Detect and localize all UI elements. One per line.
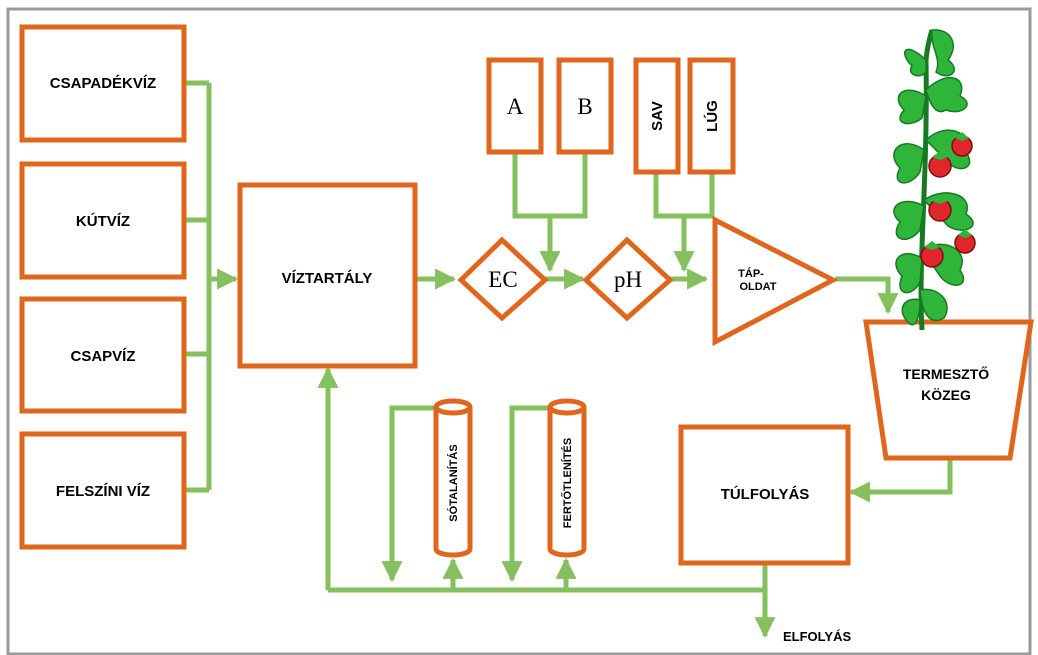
substrate-label-line1: TERMESZTŐ bbox=[903, 365, 989, 382]
stock-b-label: B bbox=[577, 94, 592, 119]
ph-label: pH bbox=[614, 267, 642, 292]
rainwater-label: CSAPADÉKVÍZ bbox=[50, 75, 156, 92]
substrate-label-line2: KÖZEG bbox=[921, 387, 971, 403]
wellwater-label: KÚTVÍZ bbox=[76, 212, 130, 230]
disinfection-label: FERTŐTLENÍTÉS bbox=[561, 438, 574, 528]
acid-label: SAV bbox=[649, 101, 666, 131]
stock-a-label: A bbox=[507, 94, 524, 119]
nutrient-label-line2: OLDAT bbox=[739, 281, 776, 293]
ec-label: EC bbox=[488, 267, 517, 292]
water-tank-label: VÍZTARTÁLY bbox=[282, 270, 373, 287]
overflow-label: TÚLFOLYÁS bbox=[721, 485, 810, 503]
nutrient-label-line1: TÁP- bbox=[738, 267, 764, 280]
base-label: LÚG bbox=[703, 100, 721, 132]
drain-label: ELFOLYÁS bbox=[783, 629, 851, 644]
surfacewater-label: FELSZÍNI VÍZ bbox=[56, 483, 150, 500]
desalination-label: SÓTALANÍTÁS bbox=[447, 444, 460, 521]
tapwater-label: CSAPVÍZ bbox=[70, 348, 135, 365]
